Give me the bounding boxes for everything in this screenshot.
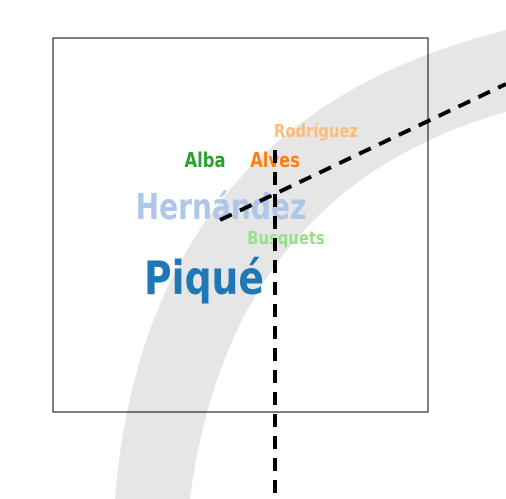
word-pique: Piqué	[144, 251, 264, 305]
word-busquets: Busquets	[247, 228, 324, 249]
word-rodriguez: Rodríguez	[274, 121, 358, 142]
background-arc-band	[115, 30, 506, 499]
frame-box	[52, 37, 429, 413]
dashed-line-diagonal	[219, 82, 506, 222]
word-alba: Alba	[184, 150, 225, 173]
